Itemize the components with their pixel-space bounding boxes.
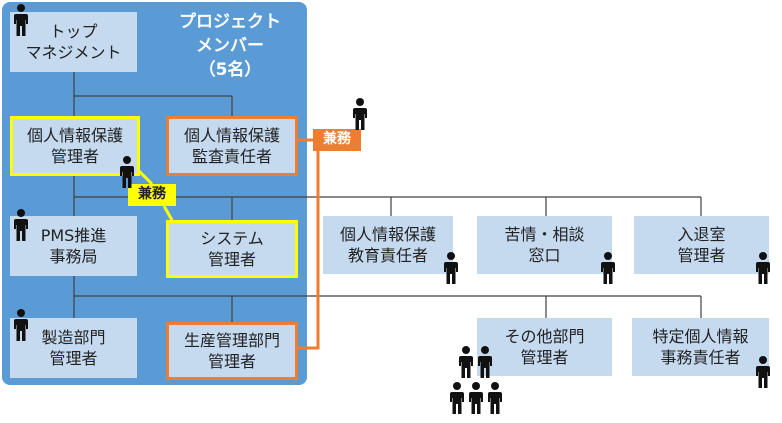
system-manager-box: システム 管理者 <box>166 220 298 278</box>
production-manager-box: 生産管理部門 管理者 <box>166 322 298 380</box>
system-manager-label: システム 管理者 <box>200 229 264 269</box>
person-icon <box>14 209 28 241</box>
person-icon <box>488 382 502 414</box>
top-management-box: トップ マネジメント <box>10 12 137 72</box>
other-dept-manager-label: その他部門 管理者 <box>504 327 585 367</box>
specific-info-officer-box: 特定個人情報 事務責任者 <box>632 318 769 376</box>
concurrent-line-orange <box>298 138 320 350</box>
person-icon <box>459 346 473 378</box>
concurrent-badge-yellow: 兼務 <box>128 184 176 206</box>
complaint-desk-box: 苦情・相談 窓口 <box>477 216 612 274</box>
education-officer-box: 個人情報保護 教育責任者 <box>323 216 453 274</box>
manufacturing-manager-label: 製造部門 管理者 <box>41 328 106 368</box>
panel-title: プロジェクト メンバー （5名） <box>179 12 281 80</box>
room-access-manager-label: 入退室 管理者 <box>677 225 726 265</box>
privacy-auditor-label: 個人情報保護 監査責任者 <box>183 126 280 166</box>
other-dept-manager-box: その他部門 管理者 <box>477 318 612 376</box>
education-officer-label: 個人情報保護 教育責任者 <box>339 225 436 265</box>
person-icon <box>756 252 770 284</box>
privacy-manager-box: 個人情報保護 管理者 <box>10 116 140 176</box>
manufacturing-manager-box: 製造部門 管理者 <box>10 318 137 378</box>
top-management-label: トップ マネジメント <box>25 22 122 62</box>
pms-office-label: PMS推進 事務局 <box>40 226 107 266</box>
production-manager-label: 生産管理部門 管理者 <box>183 331 280 371</box>
person-icon <box>444 252 458 284</box>
person-icon <box>601 252 615 284</box>
person-icon <box>478 346 492 378</box>
person-icon <box>756 356 770 388</box>
person-icon <box>120 156 134 188</box>
person-icon <box>353 98 367 130</box>
complaint-desk-label: 苦情・相談 窓口 <box>504 225 585 265</box>
person-icon <box>469 382 483 414</box>
person-icon <box>14 309 28 341</box>
concurrent-badge-orange: 兼務 <box>313 129 361 151</box>
person-icon <box>14 4 28 36</box>
privacy-manager-label: 個人情報保護 管理者 <box>26 126 123 166</box>
privacy-auditor-box: 個人情報保護 監査責任者 <box>166 116 298 176</box>
person-icon <box>450 382 464 414</box>
room-access-manager-box: 入退室 管理者 <box>634 216 769 274</box>
pms-office-box: PMS推進 事務局 <box>10 216 137 276</box>
concurrent-line-yellow <box>162 205 174 221</box>
specific-info-officer-label: 特定個人情報 事務責任者 <box>652 327 749 367</box>
